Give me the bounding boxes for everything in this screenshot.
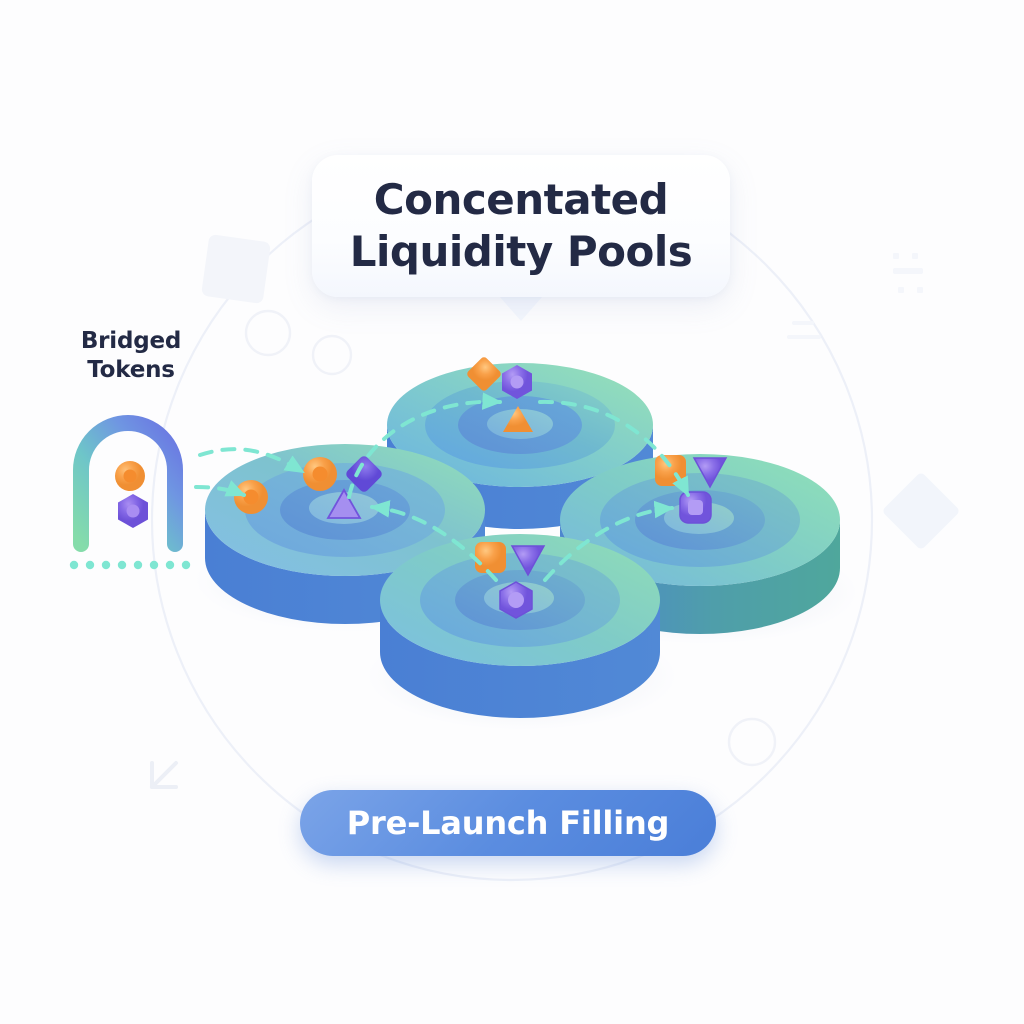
bridge-dotted-baseline [69, 560, 191, 570]
pre-launch-filling-button[interactable]: Pre-Launch Filling [300, 790, 716, 856]
page-title-line-2: Liquidity Pools [349, 227, 693, 276]
bg-diamond-right [883, 473, 959, 549]
page-title-line-1: Concentated [373, 174, 669, 224]
bridged-token-circle [115, 461, 145, 491]
liquidity-pool-bottom[interactable] [380, 534, 660, 718]
bridged-tokens-label: Bridged Tokens [56, 327, 206, 386]
concentrated-liquidity-pools-tooltip[interactable]: Concentated Liquidity Pools [312, 155, 730, 297]
liquidity-pool-right[interactable] [560, 454, 840, 634]
bg-small-circle-b [311, 334, 353, 376]
flow-bridge-to-left-upper [198, 447, 305, 474]
bg-arrow-down-left [150, 761, 178, 789]
token-diamond-purple[interactable] [344, 454, 384, 494]
bridged-tokens-label-line-2: Tokens [87, 357, 175, 384]
bg-tiny-marks [787, 253, 923, 339]
pool-bottom-side [380, 600, 660, 718]
token-triangle-purple[interactable] [326, 488, 362, 519]
flow-bottom-to-right [543, 500, 675, 582]
flow-top-to-right [538, 399, 690, 497]
token-triangle-down-purple[interactable] [692, 457, 728, 489]
liquidity-pool-left[interactable] [205, 444, 485, 624]
bg-small-circle-c [727, 717, 777, 767]
token-hexagon-purple[interactable] [502, 365, 532, 399]
arch-path [73, 415, 183, 552]
flow-bridge-to-left-lower [194, 480, 247, 497]
bg-rotated-square-left [201, 234, 271, 304]
bg-small-circle-a [244, 309, 292, 357]
bridged-token-hexagon [118, 494, 148, 528]
pre-launch-filling-button-label: Pre-Launch Filling [346, 804, 670, 842]
token-hexagon-purple[interactable] [499, 581, 533, 619]
token-square-orange[interactable] [475, 542, 506, 573]
token-triangle-down-purple[interactable] [510, 545, 546, 577]
bridged-tokens-label-line-1: Bridged [80, 328, 182, 354]
token-circle-orange-2[interactable] [303, 457, 337, 491]
flow-left-to-top [347, 392, 503, 499]
token-diamond-orange[interactable] [466, 356, 503, 393]
token-rounded-square-purple[interactable] [679, 491, 712, 524]
flow-bottom-to-left [369, 500, 498, 582]
token-triangle-orange[interactable] [503, 406, 533, 432]
